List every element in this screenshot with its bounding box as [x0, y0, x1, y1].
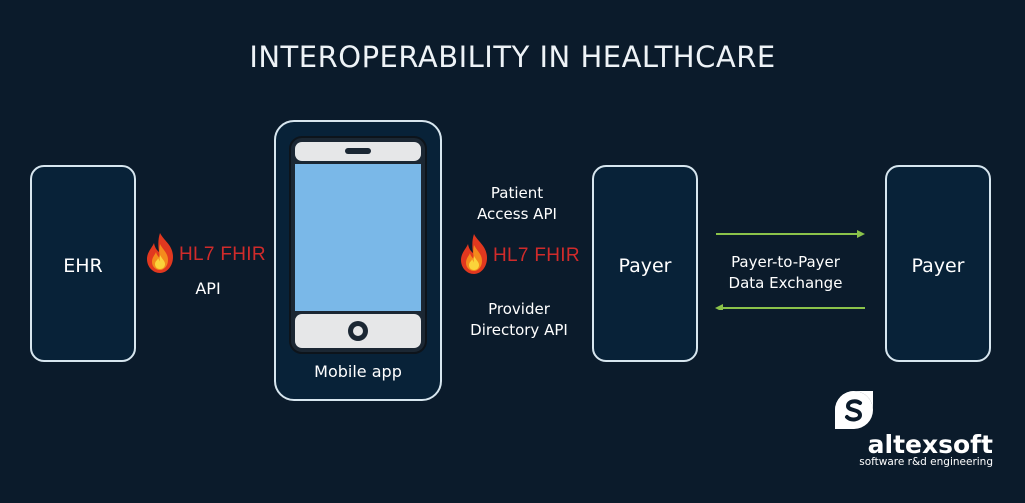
diagram-title: INTEROPERABILITY IN HEALTHCARE	[249, 40, 776, 74]
hl7-fhir-text-1: HL7 FHIR	[179, 244, 266, 265]
hl7-fhir-logo-2: HL7 FHIR	[457, 233, 582, 277]
arrow-right-icon	[716, 230, 865, 238]
altexsoft-tagline: software r&d engineering	[859, 456, 993, 468]
hl7-fhir-logo-1: HL7 FHIR	[143, 232, 268, 276]
api-label: API	[195, 279, 221, 298]
smartphone-icon	[289, 136, 427, 354]
ehr-box: EHR	[30, 165, 136, 362]
hl7-fhir-text-2: HL7 FHIR	[493, 245, 580, 266]
altexsoft-logo-text: altexsoft	[867, 430, 993, 459]
payer-to-payer-label: Payer-to-Payer Data Exchange	[728, 253, 843, 292]
provider-directory-api-label: Provider Directory API	[470, 300, 568, 339]
payer-exchange-arrows	[715, 230, 865, 310]
ehr-label: EHR	[63, 255, 103, 277]
payer-right-label: Payer	[911, 255, 965, 277]
payer-box-right: Payer	[885, 165, 991, 362]
payer-box-left: Payer	[592, 165, 698, 362]
fhir-flame-icon	[461, 234, 487, 274]
mobile-app-box: Mobile app	[274, 120, 442, 401]
mobile-app-label: Mobile app	[314, 362, 402, 381]
altexsoft-logo-icon	[835, 391, 873, 429]
payer-left-label: Payer	[618, 255, 672, 277]
arrow-left-icon	[715, 304, 865, 310]
patient-access-api-label: Patient Access API	[477, 184, 557, 223]
fhir-flame-icon	[147, 233, 173, 273]
